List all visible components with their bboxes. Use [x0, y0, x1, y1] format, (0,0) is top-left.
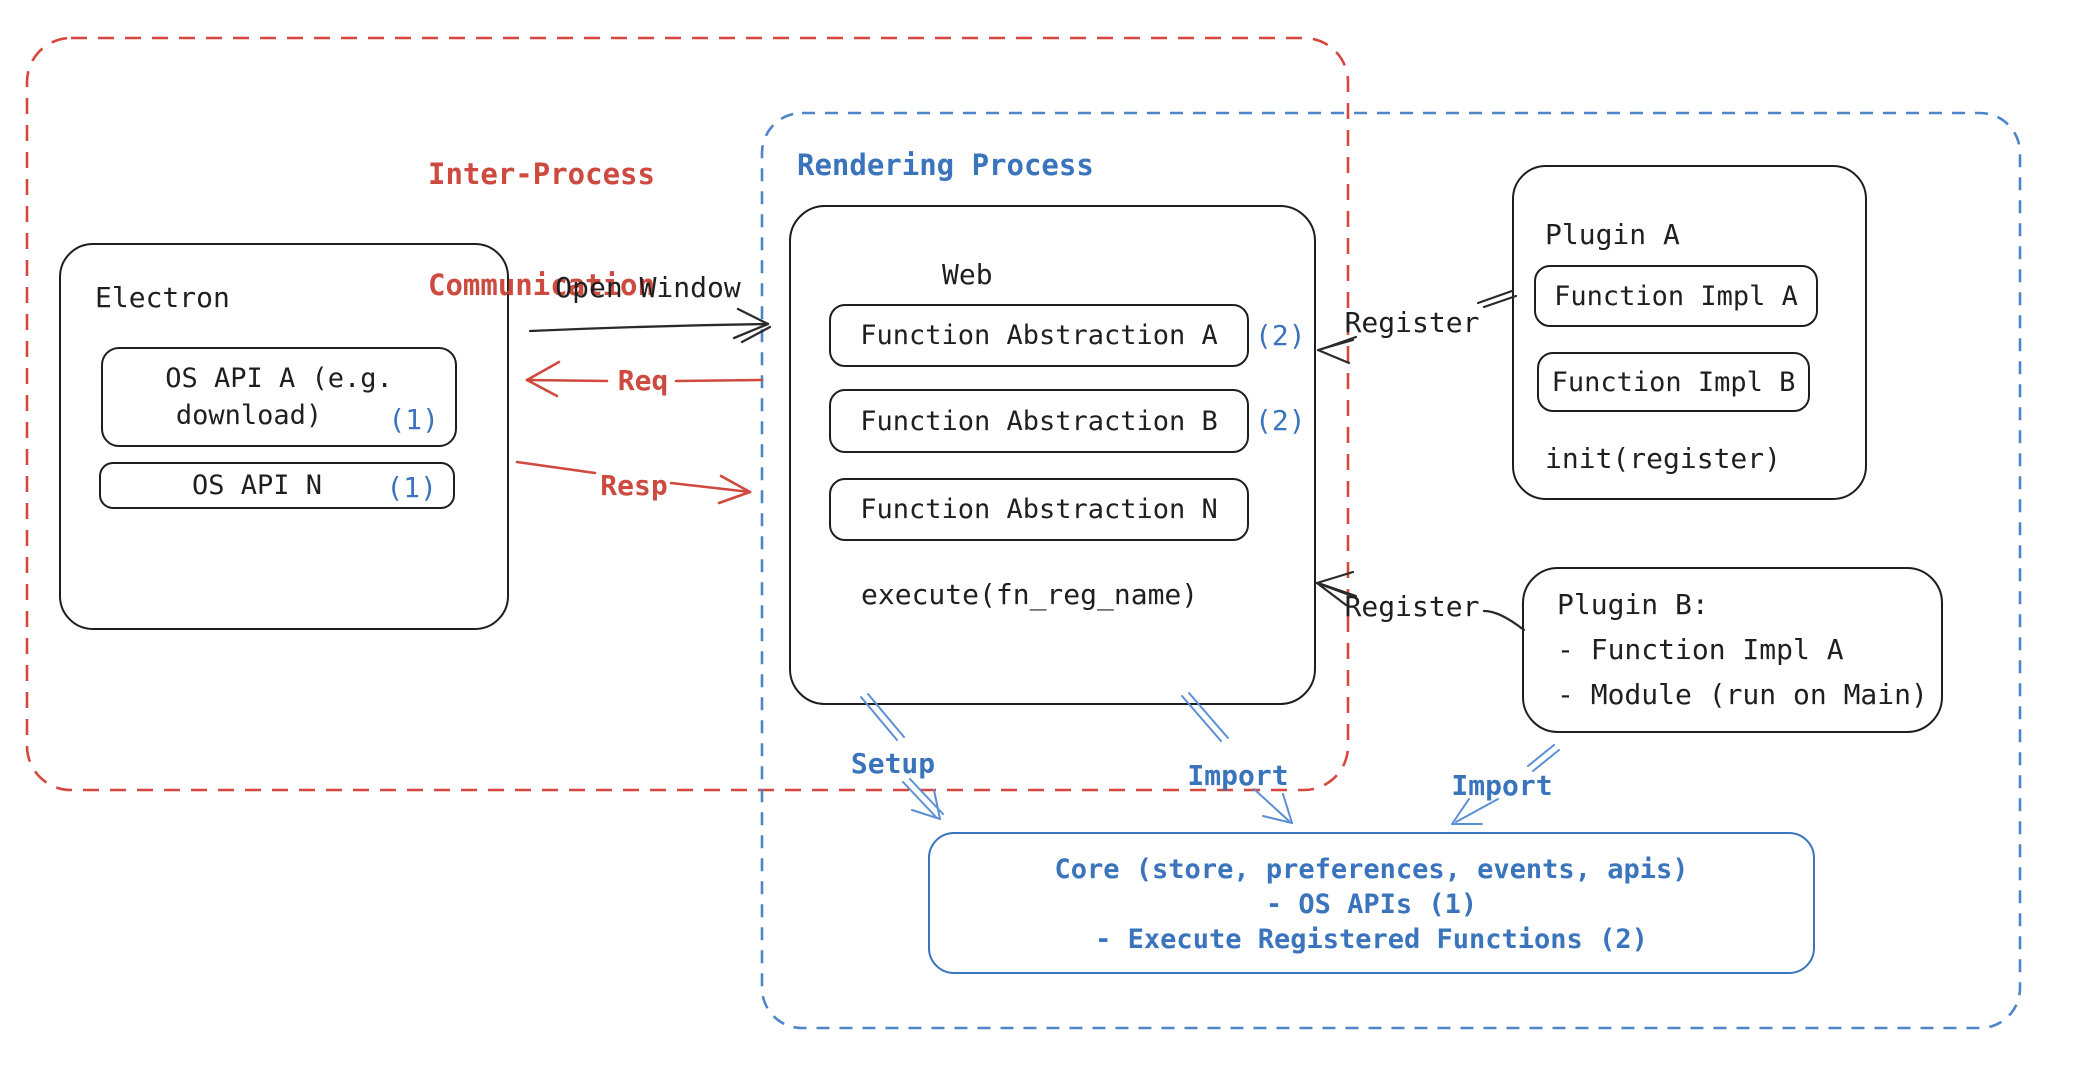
os-api-n-box: OS API N (1): [99, 462, 455, 509]
os-api-n-ref: (1): [386, 471, 437, 504]
web-box: Web Function Abstraction A (2) Function …: [789, 205, 1316, 705]
function-abstraction-a-box: Function Abstraction A: [829, 304, 1249, 367]
function-abstraction-n-label: Function Abstraction N: [860, 494, 1218, 525]
plugin-b-line3: - Module (run on Main): [1557, 678, 1928, 711]
plugin-a-impl-b-label: Function Impl B: [1551, 366, 1796, 398]
function-abstraction-b-label: Function Abstraction B: [860, 405, 1218, 437]
plugin-a-box: Plugin A Function Impl A Function Impl B…: [1512, 165, 1867, 500]
core-line1: Core (store, preferences, events, apis): [1054, 854, 1689, 885]
web-title: Web: [942, 258, 993, 291]
core-line2: - OS APIs (1): [1265, 889, 1478, 920]
core-box: Core (store, preferences, events, apis) …: [928, 832, 1815, 974]
plugin-b-line1: Plugin B:: [1557, 588, 1709, 621]
plugin-a-impl-a-box: Function Impl A: [1534, 265, 1818, 327]
plugin-a-init-label: init(register): [1545, 442, 1782, 475]
plugin-b-line2: - Function Impl A: [1557, 633, 1844, 666]
plugin-a-impl-a-label: Function Impl A: [1554, 280, 1798, 312]
function-abstraction-b-ref: (2): [1255, 404, 1306, 437]
function-abstraction-n-box: Function Abstraction N: [829, 478, 1249, 541]
plugin-a-title: Plugin A: [1545, 218, 1680, 251]
plugin-a-impl-b-box: Function Impl B: [1537, 352, 1810, 412]
plugin-b-box: Plugin B: - Function Impl A - Module (ru…: [1522, 567, 1943, 733]
electron-box: Electron OS API A (e.g. download) (1) OS…: [59, 243, 509, 630]
os-api-a-line2: download): [175, 400, 323, 431]
electron-title: Electron: [95, 281, 230, 314]
function-abstraction-a-label: Function Abstraction A: [860, 320, 1218, 351]
function-abstraction-a-ref: (2): [1255, 319, 1306, 352]
os-api-a-line1: OS API A (e.g.: [165, 363, 393, 394]
web-execute-label: execute(fn_reg_name): [861, 578, 1199, 611]
os-api-a-ref: (1): [388, 403, 439, 436]
os-api-a-box: OS API A (e.g. download) (1): [101, 347, 457, 447]
core-line3: - Execute Registered Functions (2): [1095, 924, 1648, 955]
function-abstraction-b-box: Function Abstraction B: [829, 389, 1249, 453]
